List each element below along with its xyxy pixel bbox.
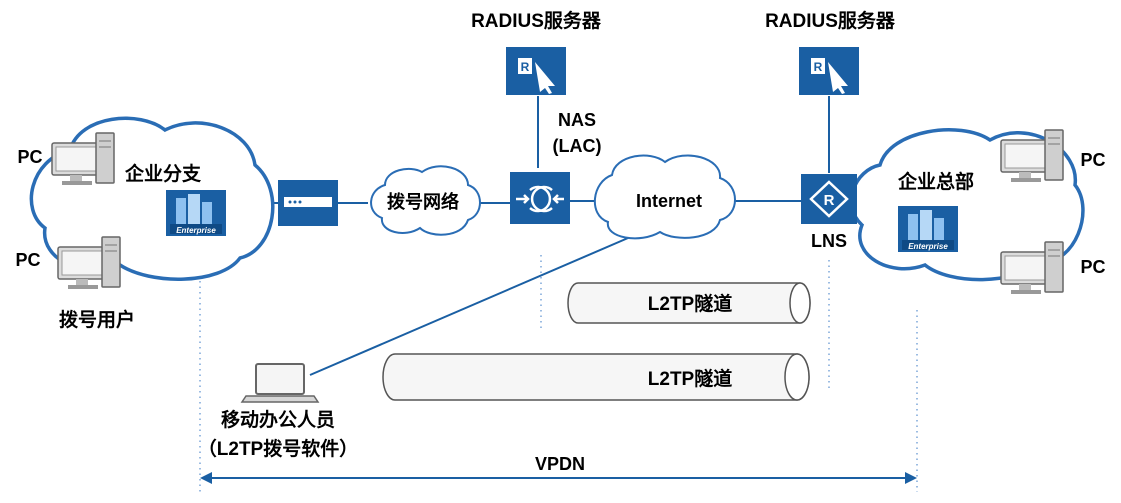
- radius-server-right-label: RADIUS服务器: [765, 9, 896, 32]
- radius-server-left-icon: R: [506, 47, 566, 95]
- enterprise-badge-label: Enterprise: [176, 226, 216, 235]
- connections: [255, 96, 870, 376]
- enterprise-building-icon: Enterprise: [898, 206, 958, 252]
- internet-cloud: [593, 154, 736, 240]
- nas-icon: [510, 172, 570, 224]
- hq-label: 企业总部: [897, 170, 974, 193]
- tunnel-lower-label: L2TP隧道: [648, 367, 732, 390]
- branch-label: 企业分支: [124, 162, 202, 185]
- dialup-network-cloud: [370, 165, 481, 236]
- link-laptop-internet: [309, 234, 636, 376]
- mobile-software-label: （L2TP拨号软件）: [198, 437, 358, 460]
- radius-server-left-label: RADIUS服务器: [471, 9, 602, 32]
- nas-label: NAS: [558, 110, 596, 130]
- pc-label: PC: [17, 147, 42, 167]
- tunnel-upper: [567, 282, 811, 324]
- dialup-network-label: 拨号网络: [387, 191, 459, 212]
- pc-label: PC: [1080, 150, 1105, 170]
- enterprise-badge-label: Enterprise: [908, 242, 948, 251]
- tunnel-lower: [382, 353, 810, 401]
- internet-label: Internet: [636, 191, 702, 211]
- laptop-icon: [240, 363, 320, 403]
- svg-text:R: R: [824, 192, 835, 209]
- guide-lines: [199, 255, 918, 492]
- lns-label: LNS: [811, 231, 847, 251]
- tunnel-upper-label: L2TP隧道: [648, 292, 732, 315]
- svg-text:R: R: [814, 60, 823, 74]
- pc-label: PC: [1080, 257, 1105, 277]
- enterprise-building-icon: Enterprise: [166, 190, 226, 236]
- lac-label: (LAC): [553, 136, 602, 156]
- lns-router-icon: R: [801, 174, 857, 224]
- vpdn-arrow: [200, 472, 917, 484]
- dialup-user-label: 拨号用户: [59, 308, 135, 331]
- pc-label: PC: [15, 250, 40, 270]
- modem-icon: [278, 180, 338, 226]
- svg-text:R: R: [521, 60, 530, 74]
- radius-server-right-icon: R: [799, 47, 859, 95]
- mobile-user-label: 移动办公人员: [221, 408, 335, 431]
- vpdn-label: VPDN: [535, 454, 585, 474]
